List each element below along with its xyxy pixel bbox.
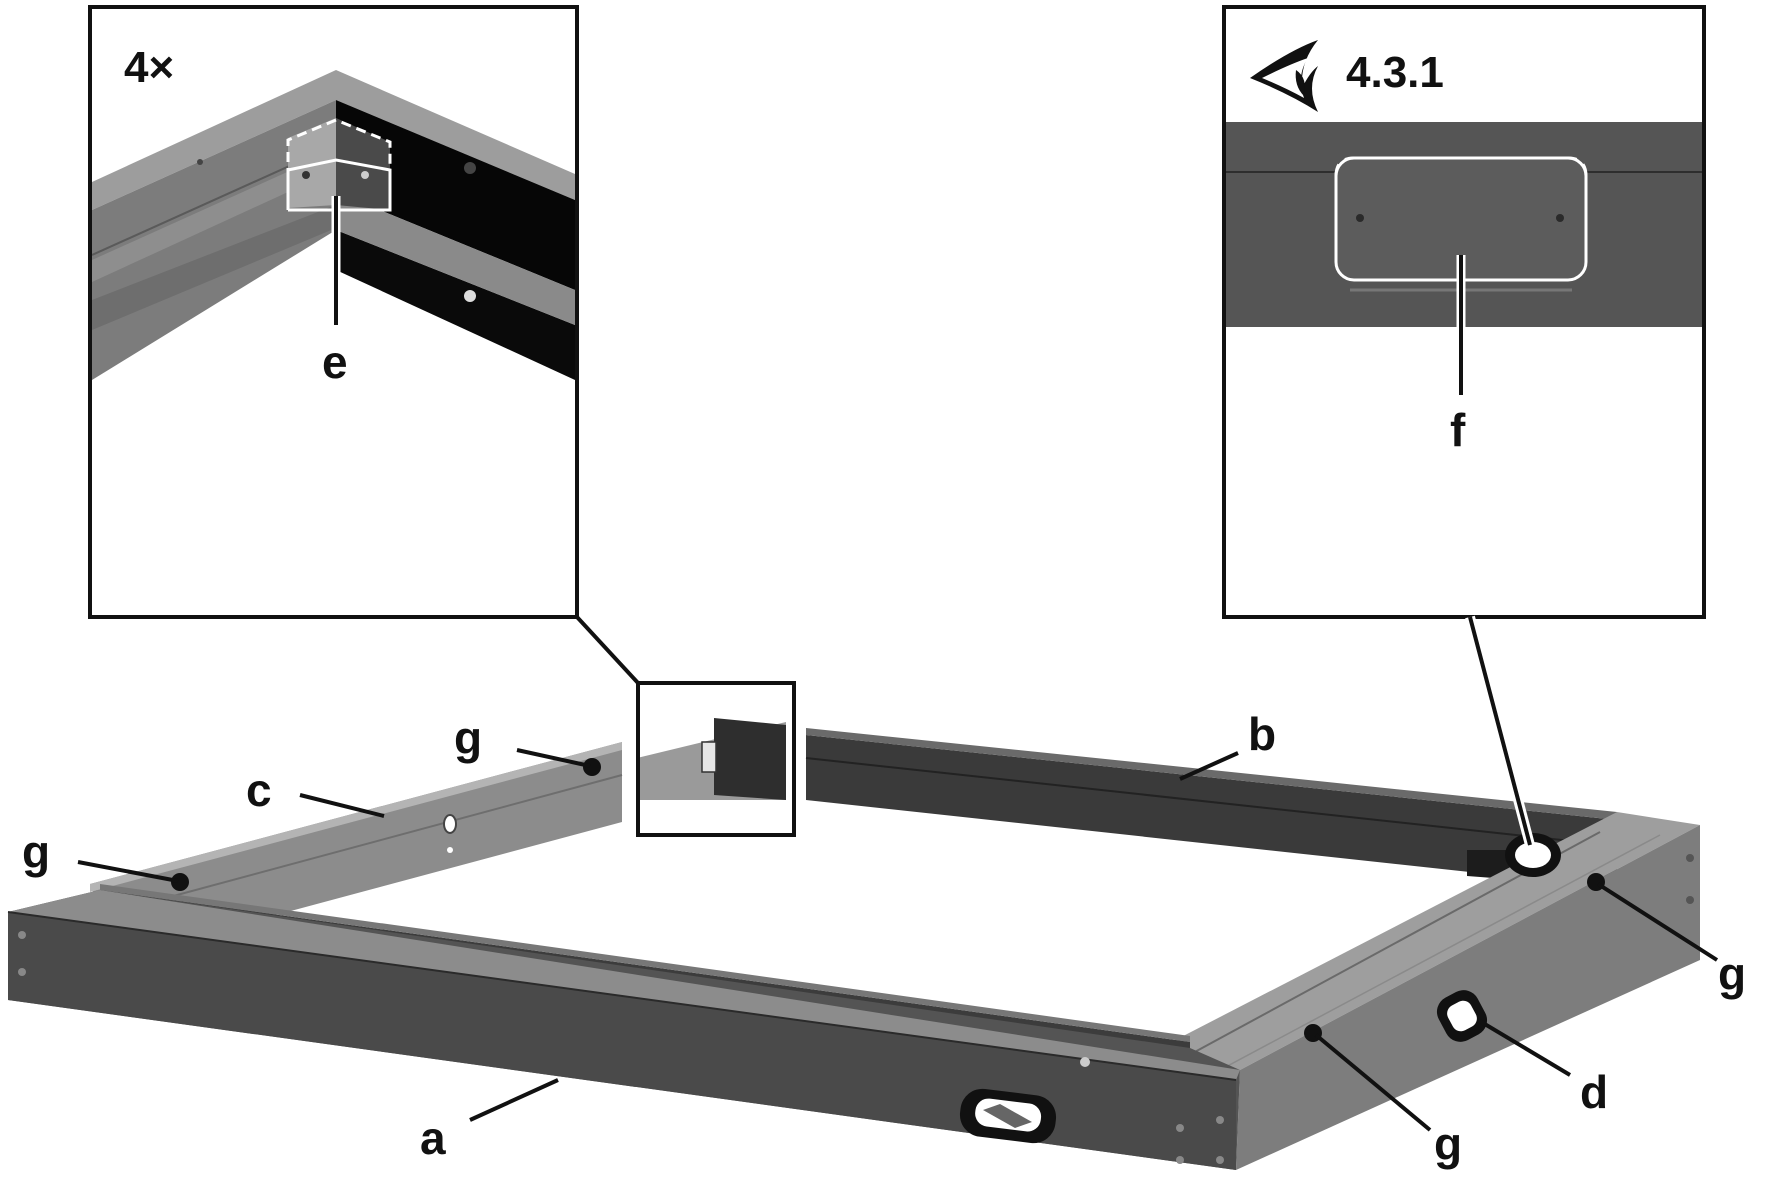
marker-g-dot xyxy=(171,873,189,891)
callout-f: f xyxy=(1450,404,1466,456)
callout-leaders xyxy=(77,748,1719,1132)
base-frame xyxy=(7,718,1700,1170)
handle-d-icon xyxy=(1436,990,1488,1042)
label-a: a xyxy=(420,1112,446,1164)
view-eye-icon xyxy=(1250,40,1318,112)
inset-right: 4.3.1 f xyxy=(1222,5,1706,619)
corner-port xyxy=(1505,833,1561,877)
label-g-bottom: g xyxy=(1434,1118,1462,1170)
callout-e: e xyxy=(322,336,348,388)
label-g-top: g xyxy=(454,712,482,764)
inset-right-leader xyxy=(1468,616,1532,846)
inset-left-title: 4× xyxy=(124,43,174,92)
label-c: c xyxy=(246,764,272,816)
inset-left: 4× e xyxy=(88,5,579,619)
corner-detail-box xyxy=(636,681,796,837)
inset-right-title: 4.3.1 xyxy=(1346,48,1444,97)
rail-back-corner xyxy=(637,718,786,800)
rail-b xyxy=(805,728,1618,888)
label-g-left: g xyxy=(22,826,50,878)
label-g-right: g xyxy=(1718,948,1746,1000)
label-d: d xyxy=(1580,1066,1608,1118)
label-b: b xyxy=(1248,708,1276,760)
marker-g-dot xyxy=(583,758,601,776)
handle-a-icon xyxy=(959,1088,1057,1144)
rail-a xyxy=(7,890,1240,1170)
inset-left-leader xyxy=(575,615,640,685)
